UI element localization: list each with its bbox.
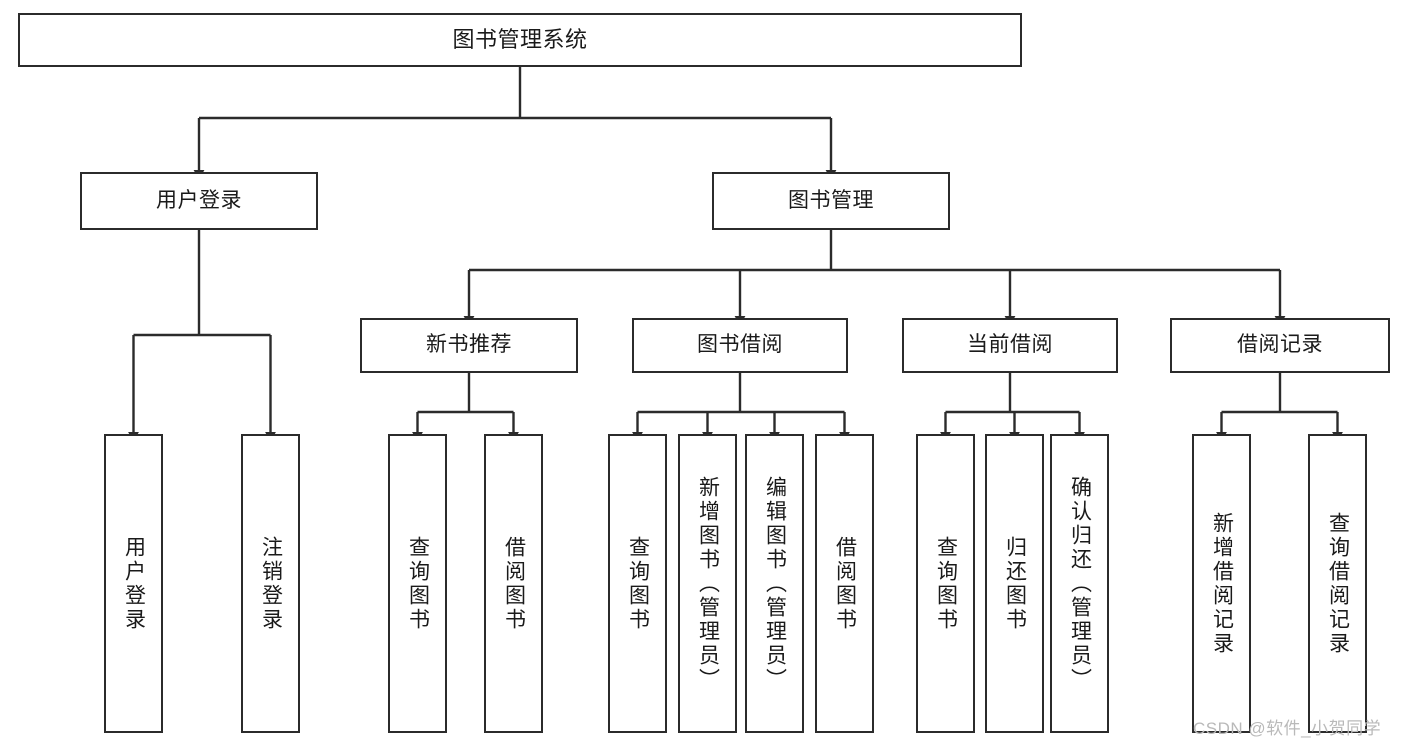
node-label: 用户登录: [122, 535, 146, 632]
node-leaf-query-book-3[interactable]: 查询图书: [916, 434, 975, 733]
node-label: 新书推荐: [426, 333, 512, 357]
node-new-book-rec[interactable]: 新书推荐: [360, 318, 578, 373]
node-label: 借阅图书: [502, 535, 526, 632]
node-label: 新增借阅记录: [1210, 511, 1234, 656]
node-label: 借阅记录: [1237, 333, 1323, 357]
node-label: 注销登录: [259, 535, 283, 632]
node-label: 借阅图书: [833, 535, 857, 632]
node-label: 查询图书: [626, 535, 650, 632]
node-user-login[interactable]: 用户登录: [80, 172, 318, 230]
node-leaf-add-book[interactable]: 新增图书（管理员）: [678, 434, 737, 733]
node-leaf-confirm-return[interactable]: 确认归还（管理员）: [1050, 434, 1109, 733]
node-book-borrow[interactable]: 图书借阅: [632, 318, 848, 373]
node-label: 查询图书: [934, 535, 958, 632]
node-label: 图书管理系统: [452, 27, 588, 53]
node-leaf-add-record[interactable]: 新增借阅记录: [1192, 434, 1251, 733]
node-leaf-edit-book[interactable]: 编辑图书（管理员）: [745, 434, 804, 733]
node-current-borrow[interactable]: 当前借阅: [902, 318, 1118, 373]
node-leaf-user-login[interactable]: 用户登录: [104, 434, 163, 733]
node-label: 编辑图书（管理员）: [763, 475, 787, 692]
node-label: 当前借阅: [967, 333, 1053, 357]
watermark-text: CSDN @软件_小贺同学: [1193, 719, 1382, 738]
node-leaf-borrow-book-1[interactable]: 借阅图书: [484, 434, 543, 733]
node-leaf-user-logout[interactable]: 注销登录: [241, 434, 300, 733]
node-leaf-query-book-1[interactable]: 查询图书: [388, 434, 447, 733]
node-leaf-query-record[interactable]: 查询借阅记录: [1308, 434, 1367, 733]
node-root[interactable]: 图书管理系统: [18, 13, 1022, 67]
node-label: 归还图书: [1003, 535, 1027, 632]
node-label: 查询图书: [406, 535, 430, 632]
node-leaf-borrow-book-2[interactable]: 借阅图书: [815, 434, 874, 733]
node-label: 新增图书（管理员）: [696, 475, 720, 692]
node-label: 用户登录: [156, 188, 242, 212]
node-leaf-query-book-2[interactable]: 查询图书: [608, 434, 667, 733]
node-label: 图书借阅: [697, 333, 783, 357]
node-book-manage[interactable]: 图书管理: [712, 172, 950, 230]
node-leaf-return-book[interactable]: 归还图书: [985, 434, 1044, 733]
node-label: 图书管理: [788, 188, 874, 212]
node-label: 查询借阅记录: [1326, 511, 1350, 656]
node-label: 确认归还（管理员）: [1068, 475, 1092, 692]
node-borrow-record[interactable]: 借阅记录: [1170, 318, 1390, 373]
